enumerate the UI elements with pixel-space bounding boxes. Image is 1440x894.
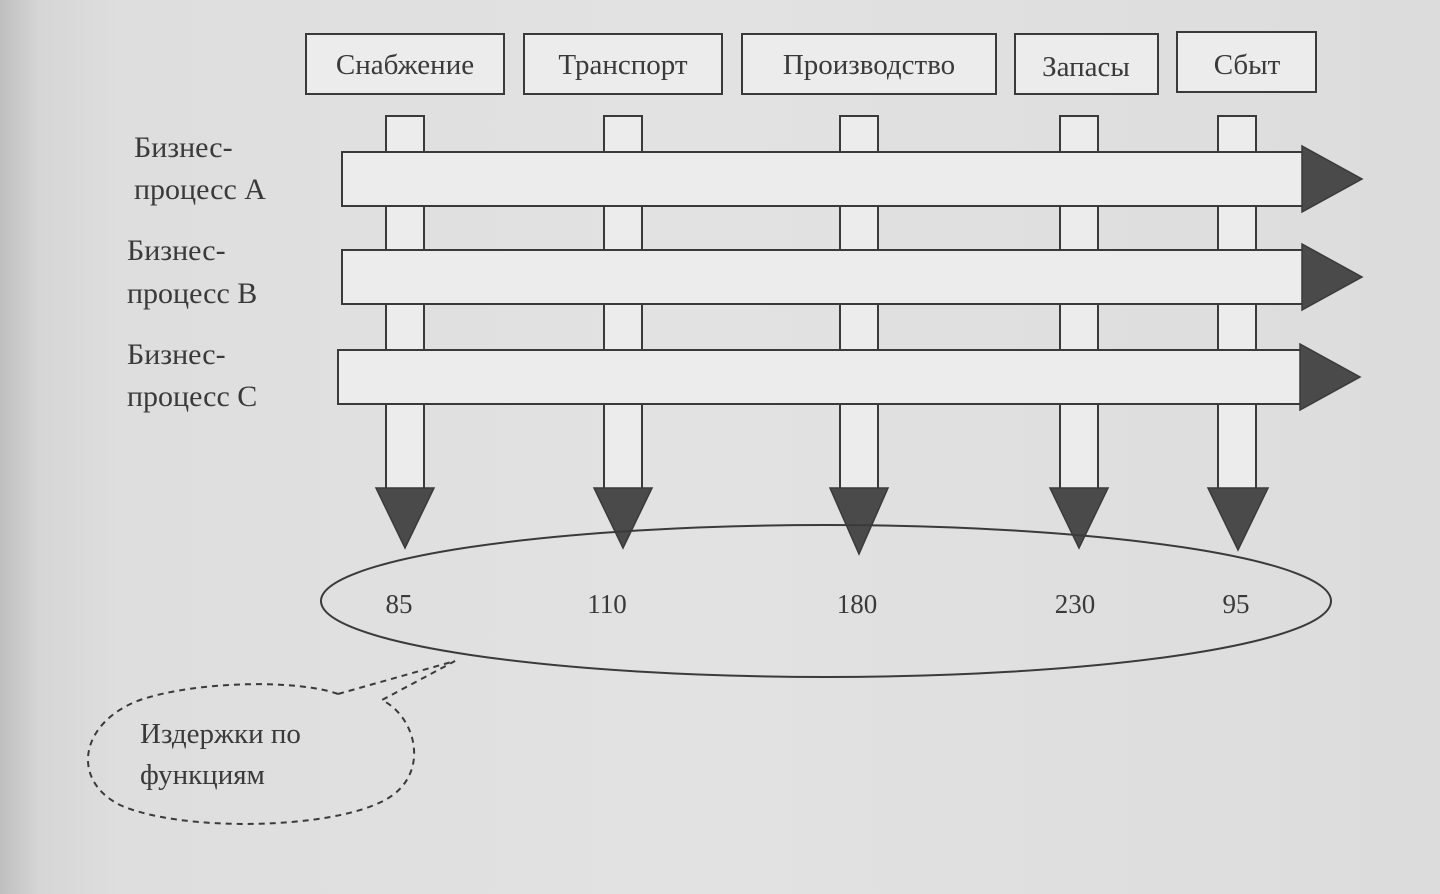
right-arrow-process-a xyxy=(1301,144,1364,214)
down-arrow-transport xyxy=(592,487,654,550)
process-label-a-line1: Бизнес- xyxy=(134,131,233,164)
function-label-inventory: Запасы xyxy=(1042,51,1130,83)
process-label-b-line2: процесс В xyxy=(127,277,257,310)
function-box-transport xyxy=(523,33,723,95)
process-bar-b xyxy=(341,242,1364,312)
function-box-inventory xyxy=(1014,33,1159,95)
process-label-c-line2: процесс С xyxy=(127,380,257,413)
function-label-production: Производство xyxy=(783,49,955,81)
callout-text-line1: Издержки по xyxy=(140,718,301,750)
callout-bubble: Издержки по функциям xyxy=(86,660,456,825)
down-arrow-inventory xyxy=(1048,487,1110,550)
right-arrow-process-b xyxy=(1301,242,1364,312)
callout-bubble-outline xyxy=(86,660,456,825)
right-arrow-process-c xyxy=(1299,342,1362,412)
process-bar-a xyxy=(341,144,1364,214)
function-label-transport: Транспорт xyxy=(558,49,688,81)
cost-value-inventory: 230 xyxy=(1055,589,1096,619)
down-arrow-sales xyxy=(1206,487,1270,552)
cost-value-sales: 95 xyxy=(1223,589,1250,619)
function-headers: Снабжение Транспорт Производство Запасы … xyxy=(305,31,1317,95)
function-label-supply: Снабжение xyxy=(336,49,474,81)
function-label-sales: Сбыт xyxy=(1214,49,1281,81)
down-arrow-production xyxy=(828,487,890,556)
callout-text-line2: функциям xyxy=(140,759,265,791)
cost-ellipse-group: 85 110 180 230 95 xyxy=(320,524,1332,678)
function-box-production xyxy=(741,33,997,95)
process-labels: Бизнес- процесс А Бизнес- процесс В Бизн… xyxy=(127,131,266,413)
cost-value-transport: 110 xyxy=(587,589,627,619)
process-bar-c xyxy=(337,342,1362,412)
function-box-sales xyxy=(1176,31,1317,93)
process-bars xyxy=(337,144,1364,412)
process-label-a-line2: процесс А xyxy=(134,173,266,206)
cost-ellipse xyxy=(320,524,1332,678)
process-label-b-line1: Бизнес- xyxy=(127,234,226,267)
cost-value-production: 180 xyxy=(837,589,878,619)
cost-value-supply: 85 xyxy=(386,589,413,619)
down-arrow-supply xyxy=(374,487,436,550)
process-label-c-line1: Бизнес- xyxy=(127,338,226,371)
function-box-supply xyxy=(305,33,505,95)
